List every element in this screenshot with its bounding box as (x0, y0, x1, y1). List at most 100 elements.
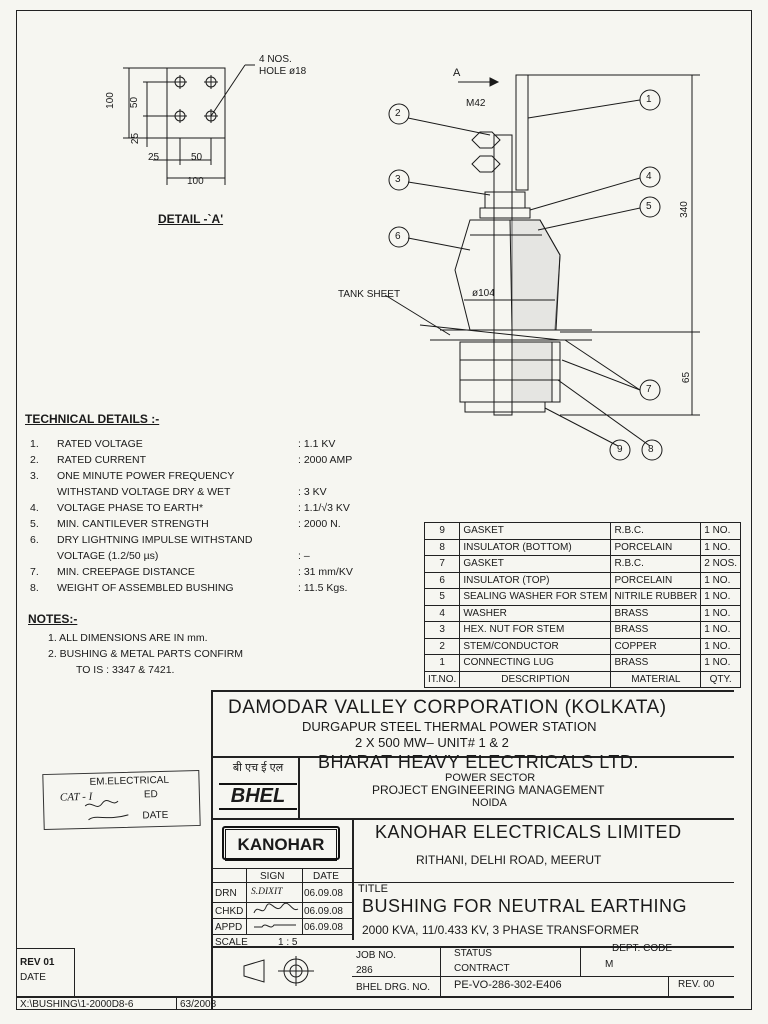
technical-detail-row: 5.MIN. CANTILEVER STRENGTH: 2000 N. (30, 518, 420, 532)
item-number: 2. (30, 454, 39, 466)
file-date: 63/2008 (180, 999, 217, 1010)
item-text: WITHSTAND VOLTAGE DRY & WET (57, 486, 231, 498)
quantity-cell: QTY. (700, 670, 742, 688)
dept-code-value: M (605, 959, 614, 970)
chkd-signature (253, 903, 299, 914)
technical-detail-row: WITHSTAND VOLTAGE DRY & WET: 3 KV (30, 486, 420, 500)
item-number: 1. (30, 438, 39, 450)
units-label: 2 X 500 MW– UNIT# 1 & 2 (355, 735, 509, 750)
kanohar-logo-text: KANOHAR (225, 829, 337, 861)
material-cell: PORCELAIN (610, 571, 702, 589)
item-number: 3. (30, 470, 39, 482)
item-text: MIN. CANTILEVER STRENGTH (57, 518, 209, 530)
item-text: RATED CURRENT (57, 454, 147, 466)
item-number-cell: 3 (423, 621, 461, 639)
notes-title: NOTES:- (28, 612, 78, 626)
note-line-2: 2. BUSHING & METAL PARTS CONFIRM (48, 648, 244, 660)
item-text: MIN. CREEPAGE DISTANCE (57, 566, 195, 578)
thread-label: M42 (466, 98, 486, 109)
item-number-cell: 4 (423, 604, 461, 622)
diameter-label: ø104 (472, 288, 495, 299)
technical-detail-row: 1.RATED VOLTAGE: 1.1 KV (30, 438, 420, 452)
technical-detail-row: VOLTAGE (1.2/50 µs): – (30, 550, 420, 564)
item-value: : 2000 AMP (298, 454, 353, 466)
item-number: 4. (30, 502, 39, 514)
dim-100-vertical: 100 (104, 92, 116, 109)
job-label: JOB NO. (356, 950, 397, 961)
quantity-cell: 1 NO. (700, 604, 742, 622)
balloon-5: 5 (646, 201, 652, 212)
quantity-cell: 1 NO. (700, 588, 742, 606)
item-number: 6. (30, 534, 39, 546)
item-value: : – (298, 550, 310, 562)
item-number-cell: 9 (423, 522, 461, 540)
note-line-3: TO IS : 3347 & 7421. (76, 664, 175, 676)
bhel-hindi: बी एच ई एल (232, 762, 284, 774)
balloon-4: 4 (646, 171, 652, 182)
bhel-pem: PROJECT ENGINEERING MANAGEMENT (372, 783, 605, 797)
scale-value: 1 : 5 (278, 937, 298, 948)
item-number-cell: 1 (423, 654, 461, 672)
item-number: 8. (30, 582, 39, 594)
drawing-subtitle: 2000 KVA, 11/0.433 KV, 3 PHASE TRANSFORM… (362, 923, 640, 937)
dim-100-horizontal: 100 (187, 176, 204, 187)
bhel-logo: बी एच ई एल BHEL (219, 760, 297, 814)
file-path: X:\BUSHING\1-2000D8-6 (20, 999, 134, 1010)
material-cell: R.B.C. (610, 522, 702, 540)
balloon-3: 3 (395, 174, 401, 185)
description-cell: HEX. NUT FOR STEM (459, 621, 612, 639)
sign-header: SIGN (260, 871, 285, 882)
holes-note-line2: HOLE ø18 (259, 66, 307, 77)
stamp-line-3: ED (143, 789, 158, 801)
quantity-cell: 1 NO. (700, 571, 742, 589)
technical-detail-row: 4.VOLTAGE PHASE TO EARTH*: 1.1/√3 KV (30, 502, 420, 516)
stamp-signature (84, 800, 129, 821)
item-number-cell: 2 (423, 637, 461, 655)
technical-detail-row: 3. ONE MINUTE POWER FREQUENCY (30, 470, 420, 484)
item-text: DRY LIGHTNING IMPULSE WITHSTAND (57, 534, 253, 546)
description-cell: SEALING WASHER FOR STEM (459, 588, 612, 606)
item-text: VOLTAGE PHASE TO EARTH* (57, 502, 204, 514)
dept-code-label: DEPT. CODE (612, 943, 673, 954)
item-text: WEIGHT OF ASSEMBLED BUSHING (57, 582, 234, 594)
item-text: ONE MINUTE POWER FREQUENCY (57, 470, 235, 482)
balloon-6: 6 (395, 231, 401, 242)
item-number-cell: 5 (423, 588, 461, 606)
item-number-cell: 7 (423, 555, 461, 573)
dim-340: 340 (678, 201, 690, 218)
technical-detail-row: 7.MIN. CREEPAGE DISTANCE: 31 mm/KV (30, 566, 420, 580)
description-cell: GASKET (459, 555, 612, 573)
item-text: RATED VOLTAGE (57, 438, 143, 450)
description-cell: CONNECTING LUG (459, 654, 612, 672)
item-value: : 11.5 Kgs. (298, 582, 348, 594)
item-number-cell: 6 (423, 571, 461, 589)
chkd-label: CHKD (215, 906, 244, 917)
job-value: 286 (356, 965, 373, 976)
holes-note-line1: 4 NOS. (259, 54, 292, 65)
status-value: CONTRACT (454, 963, 510, 974)
bhel-city: NOIDA (472, 797, 507, 809)
appd-label: APPD (215, 922, 243, 933)
rev-date-label: DATE (20, 972, 46, 983)
dim-50-vertical: 50 (129, 96, 141, 109)
item-number: 7. (30, 566, 39, 578)
quantity-cell: 1 NO. (700, 637, 742, 655)
item-number: 5. (30, 518, 39, 530)
description-cell: WASHER (459, 604, 612, 622)
stamp-line-4: DATE (142, 809, 169, 822)
description-cell: INSULATOR (TOP) (459, 571, 612, 589)
appd-date: 06.09.08 (304, 922, 343, 933)
drn-sign: S.DIXIT (251, 887, 283, 897)
sheet-border (16, 10, 752, 1010)
stamp-line-1: EM.ELECTRICAL (89, 774, 170, 788)
bhel-sector: POWER SECTOR (445, 772, 536, 784)
drn-label: DRN (215, 888, 237, 899)
status-label: STATUS (454, 948, 492, 959)
